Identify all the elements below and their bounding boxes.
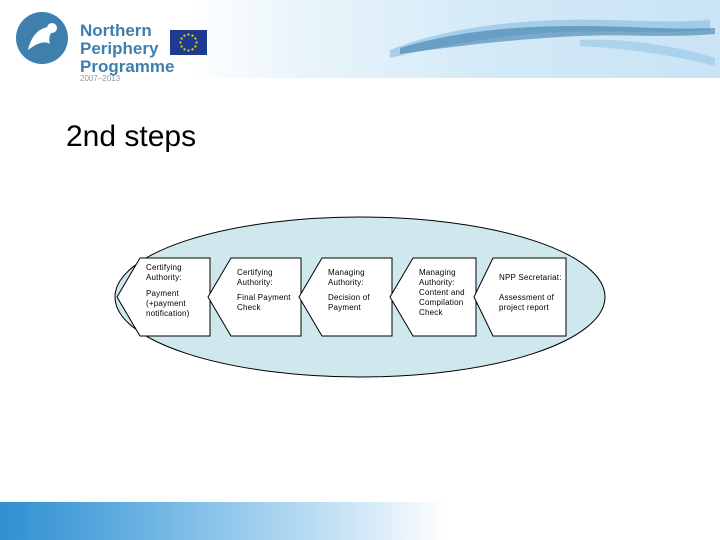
step-2-action: Final Payment Check <box>237 293 291 312</box>
footer-band <box>0 502 720 540</box>
slide-title: 2nd steps <box>66 120 197 153</box>
logo-line-3: Programme <box>80 57 175 76</box>
logo-wordmark: Northern Periphery Programme <box>80 22 174 76</box>
step-3-action: Decision of Payment <box>328 293 370 312</box>
logo-line-1: Northern <box>80 21 152 40</box>
bird-logo-icon <box>16 12 68 64</box>
step-4-authority: Managing Authority: Content and Compilat… <box>419 268 465 317</box>
programme-logo: Northern Periphery Programme 2007–2013 <box>14 10 204 83</box>
step-1-authority: Certifying Authority: <box>146 263 182 282</box>
header-band <box>0 0 720 78</box>
step-5-authority: NPP Secretariat: <box>499 273 562 282</box>
logo-line-2: Periphery <box>80 39 159 58</box>
step-1-action: Payment (+payment notification) <box>146 289 190 318</box>
header-wave-graphic <box>390 19 715 66</box>
logo-years: 2007–2013 <box>80 74 121 83</box>
step-3-authority: Managing Authority: <box>328 268 365 287</box>
step-2-authority: Certifying Authority: <box>237 268 273 287</box>
step-box-5 <box>473 257 567 337</box>
eu-flag-icon <box>170 30 207 55</box>
step-5-action: Assessment of project report <box>499 293 555 312</box>
